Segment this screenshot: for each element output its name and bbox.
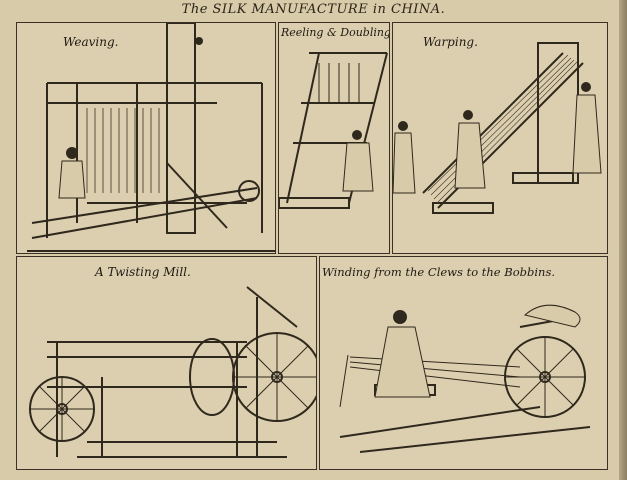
panel-twisting-mill: A Twisting Mill. — [16, 256, 317, 470]
page-edge — [619, 0, 627, 480]
caption-reeling: Reeling & Doubling. — [281, 26, 390, 39]
panel-winding: Winding from the Clews to the Bobbins. — [319, 256, 608, 470]
warping-illustration — [393, 42, 602, 214]
twisting-mill-illustration — [29, 286, 316, 458]
caption-twisting-mill: A Twisting Mill. — [95, 265, 191, 279]
panel-weaving: Weaving. — [16, 22, 276, 254]
weaving-loom-illustration — [27, 23, 275, 252]
plate-title: The SILK MANUFACTURE in CHINA. — [181, 2, 446, 17]
caption-weaving: Weaving. — [63, 35, 119, 49]
reeling-frame-illustration — [279, 52, 388, 209]
panel-warping: Warping. — [392, 22, 608, 254]
winding-illustration — [339, 304, 591, 453]
panel-reeling: Reeling & Doubling. — [278, 22, 390, 254]
caption-winding: Winding from the Clews to the Bobbins. — [322, 265, 556, 279]
caption-warping: Warping. — [423, 35, 478, 49]
